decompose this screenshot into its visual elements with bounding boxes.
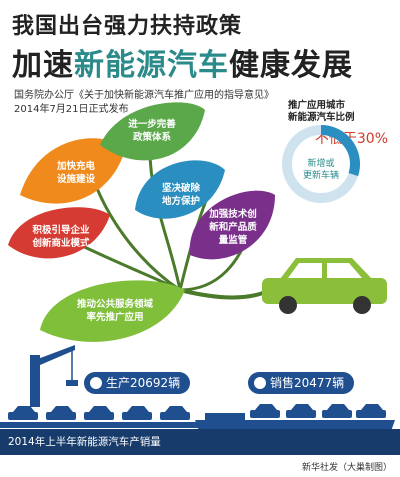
mini-car-roof (127, 406, 149, 412)
car-window (327, 263, 362, 278)
production-car (46, 406, 76, 420)
leaf-green (100, 102, 205, 161)
car-body (262, 278, 387, 304)
car-window (288, 263, 322, 278)
ship-cabin (205, 413, 245, 421)
sales-text: 销售20477辆 (270, 376, 345, 390)
production-car (160, 406, 190, 420)
leaf-text-line: 坚决破除 (161, 183, 200, 194)
leaf-text-line: 加强技术创 (209, 209, 257, 220)
leaf-text-line: 量监管 (218, 235, 248, 246)
credit-text: 新华社发（大巢制图） (301, 463, 392, 473)
leaf-text-line: 新和产品质 (209, 222, 257, 233)
ratio-label: 推广应用城市 新能源汽车比例 (288, 100, 388, 124)
production-car (122, 406, 152, 420)
leaf-blue (135, 160, 225, 219)
title-line-1: 我国出台强力扶持政策 (12, 14, 243, 39)
leaf-lightgreen (40, 280, 185, 342)
source-line: 国务院办公厅《关于加快新能源汽车推广应用的指导意见》 (14, 90, 274, 101)
ratio-center-text: 新增或 更新车辆 (291, 158, 351, 182)
footer-bar (0, 429, 400, 455)
leaf-text-charging: 加快充电 设施建设 (36, 160, 116, 186)
leaf-red (8, 207, 110, 259)
title-highlight: 新能源汽车 (74, 48, 229, 83)
leaf-text-line: 进一步完善 (128, 119, 176, 130)
leaf-text-quality: 加强技术创 新和产品质 量监管 (196, 208, 270, 247)
leaf-orange (20, 138, 125, 204)
mini-car-body (8, 412, 38, 420)
leaf-text-policy: 进一步完善 政策体系 (112, 118, 192, 144)
leaf-text-line: 创新商业模式 (32, 238, 90, 249)
mini-car-roof (361, 404, 383, 410)
bullet-icon (90, 377, 102, 389)
leaf-text-line: 积极引导企业 (32, 225, 90, 236)
mini-car-roof (165, 406, 187, 412)
leaf-text-line: 加快充电 (56, 161, 95, 172)
ratio-center-line2: 更新车辆 (302, 171, 339, 181)
vine-stem (179, 288, 271, 300)
footer-caption: 2014年上半年新能源汽车产销量 (8, 436, 161, 448)
mini-car-body (122, 412, 152, 420)
leaf-text-line: 设施建设 (56, 174, 95, 185)
mini-car-body (160, 412, 190, 420)
ratio-donut-arc (282, 125, 360, 203)
production-car (8, 406, 38, 420)
production-car (84, 406, 114, 420)
title-part-b: 健康发展 (229, 48, 353, 83)
crane-tower (30, 355, 40, 407)
car-wheel (279, 296, 297, 314)
mini-car-roof (89, 406, 111, 412)
leaf-text-business: 积极引导企业 创新商业模式 (18, 224, 104, 250)
leaf-text-protection: 坚决破除 地方保护 (145, 182, 217, 208)
date-line: 2014年7月21日正式发布 (14, 104, 129, 115)
crane-arm (35, 345, 75, 365)
mini-car-body (250, 410, 280, 418)
mini-car-roof (13, 406, 35, 412)
conveyor-belt (0, 422, 200, 428)
production-cars (8, 406, 190, 420)
leaf-text-line: 地方保护 (161, 196, 200, 207)
leaf-text-line: 率先推广应用 (86, 312, 144, 323)
ship-car (356, 404, 386, 418)
title-line-2: 加速新能源汽车健康发展 (12, 40, 353, 84)
leaf-purple (189, 190, 275, 260)
title-part-a: 加速 (12, 48, 74, 83)
production-badge: 生产20692辆 (84, 372, 191, 394)
ship-car (250, 404, 280, 418)
mini-car-roof (255, 404, 277, 410)
mini-car-body (84, 412, 114, 420)
mini-car-roof (327, 404, 349, 410)
production-text: 生产20692辆 (106, 376, 181, 390)
mini-car-roof (291, 404, 313, 410)
leaf-text-line: 推动公共服务领域 (76, 299, 153, 310)
car-wheel (353, 296, 371, 314)
vine-stem (148, 149, 182, 291)
bullet-icon (254, 377, 266, 389)
ratio-center-line1: 新增或 (307, 159, 335, 169)
mini-car-body (322, 410, 352, 418)
mini-car-body (286, 410, 316, 418)
leaf-text-public-service: 推动公共服务领域 率先推广应用 (56, 298, 174, 324)
ship-cars (250, 404, 386, 418)
mini-car-roof (51, 406, 73, 412)
ship-car (286, 404, 316, 418)
mini-car-body (46, 412, 76, 420)
leaf-text-line: 政策体系 (132, 132, 171, 143)
mini-car-body (356, 410, 386, 418)
crane-hook (66, 380, 78, 386)
ship-car (322, 404, 352, 418)
sales-badge: 销售20477辆 (248, 372, 355, 394)
ratio-label-line2: 新能源汽车比例 (288, 112, 355, 123)
ratio-label-line1: 推广应用城市 (288, 100, 346, 111)
